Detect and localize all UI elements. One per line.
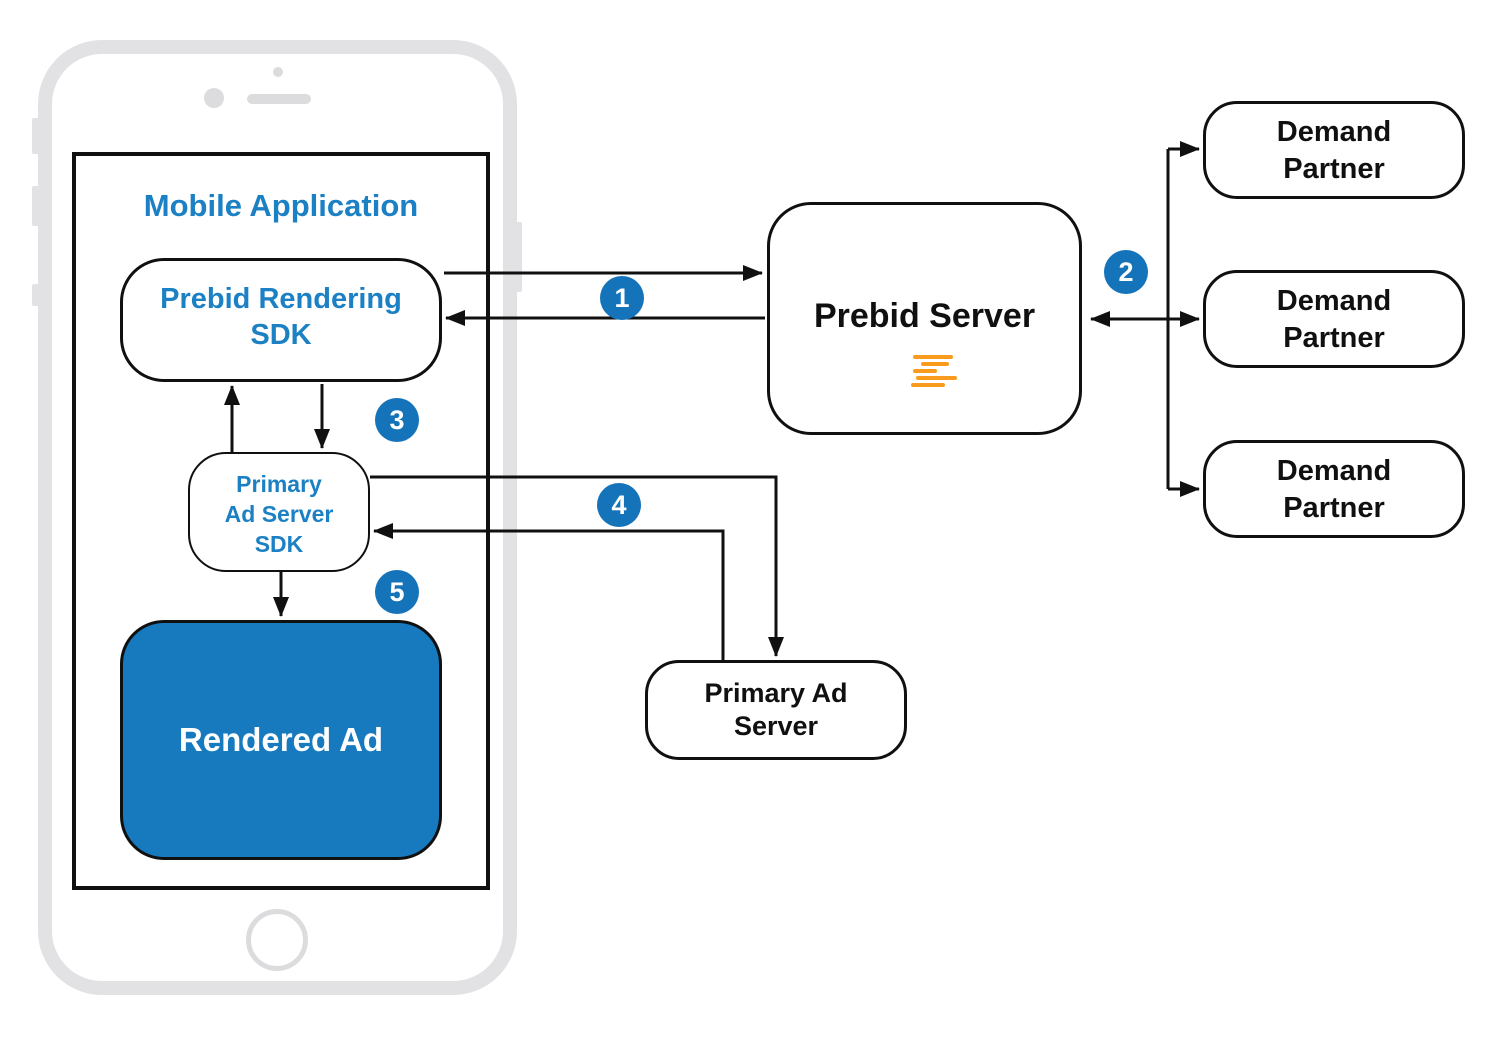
prebid-logo-icon <box>910 355 970 390</box>
primary-ad-server-label-line2: Server <box>733 711 819 741</box>
demand-partner-1-label-line1: Demand <box>1276 116 1392 148</box>
mobile-application-title: Mobile Application <box>143 188 419 223</box>
step-badge-5: 5 <box>375 570 419 614</box>
phone-power-button <box>515 222 522 292</box>
prebid-rendering-sdk-label-line1: Prebid Rendering <box>160 283 402 315</box>
phone-volume-up-button <box>32 186 39 226</box>
primary-ad-server-label-line1: Primary Ad <box>704 678 848 708</box>
demand-partner-3-label-line1: Demand <box>1276 455 1392 487</box>
node-demand-partner-2: Demand Partner <box>1203 270 1465 368</box>
demand-partner-3-label-line2: Partner <box>1283 492 1385 524</box>
node-primary-ad-server-sdk: Primary Ad Server SDK <box>188 452 370 572</box>
phone-camera-icon <box>204 88 224 108</box>
node-primary-ad-server: Primary Ad Server <box>645 660 907 760</box>
node-rendered-ad: Rendered Ad <box>120 620 442 860</box>
step-badge-1: 1 <box>600 276 644 320</box>
primary-ad-server-sdk-label-line3: SDK <box>254 531 304 557</box>
demand-partner-2-label-line1: Demand <box>1276 285 1392 317</box>
phone-home-button <box>246 909 308 971</box>
rendered-ad-label: Rendered Ad <box>178 721 384 758</box>
node-demand-partner-1: Demand Partner <box>1203 101 1465 199</box>
prebid-server-label: Prebid Server <box>813 297 1036 335</box>
primary-ad-server-sdk-label-line2: Ad Server <box>224 501 334 527</box>
demand-partner-2-label-line2: Partner <box>1283 322 1385 354</box>
step-badge-4: 4 <box>597 483 641 527</box>
phone-volume-down-button <box>32 284 39 306</box>
node-demand-partner-3: Demand Partner <box>1203 440 1465 538</box>
step-badge-3: 3 <box>375 398 419 442</box>
phone-mute-switch <box>32 118 39 154</box>
phone-speaker-icon <box>247 94 311 104</box>
step-badge-2: 2 <box>1104 250 1148 294</box>
node-prebid-rendering-sdk: Prebid Rendering SDK <box>120 258 442 382</box>
prebid-rendering-sdk-label-line2: SDK <box>250 319 312 351</box>
primary-ad-server-sdk-label-line1: Primary <box>236 471 322 497</box>
node-prebid-server: Prebid Server <box>767 202 1082 435</box>
phone-sensor-dot-icon <box>273 67 283 77</box>
demand-partner-1-label-line2: Partner <box>1283 153 1385 185</box>
